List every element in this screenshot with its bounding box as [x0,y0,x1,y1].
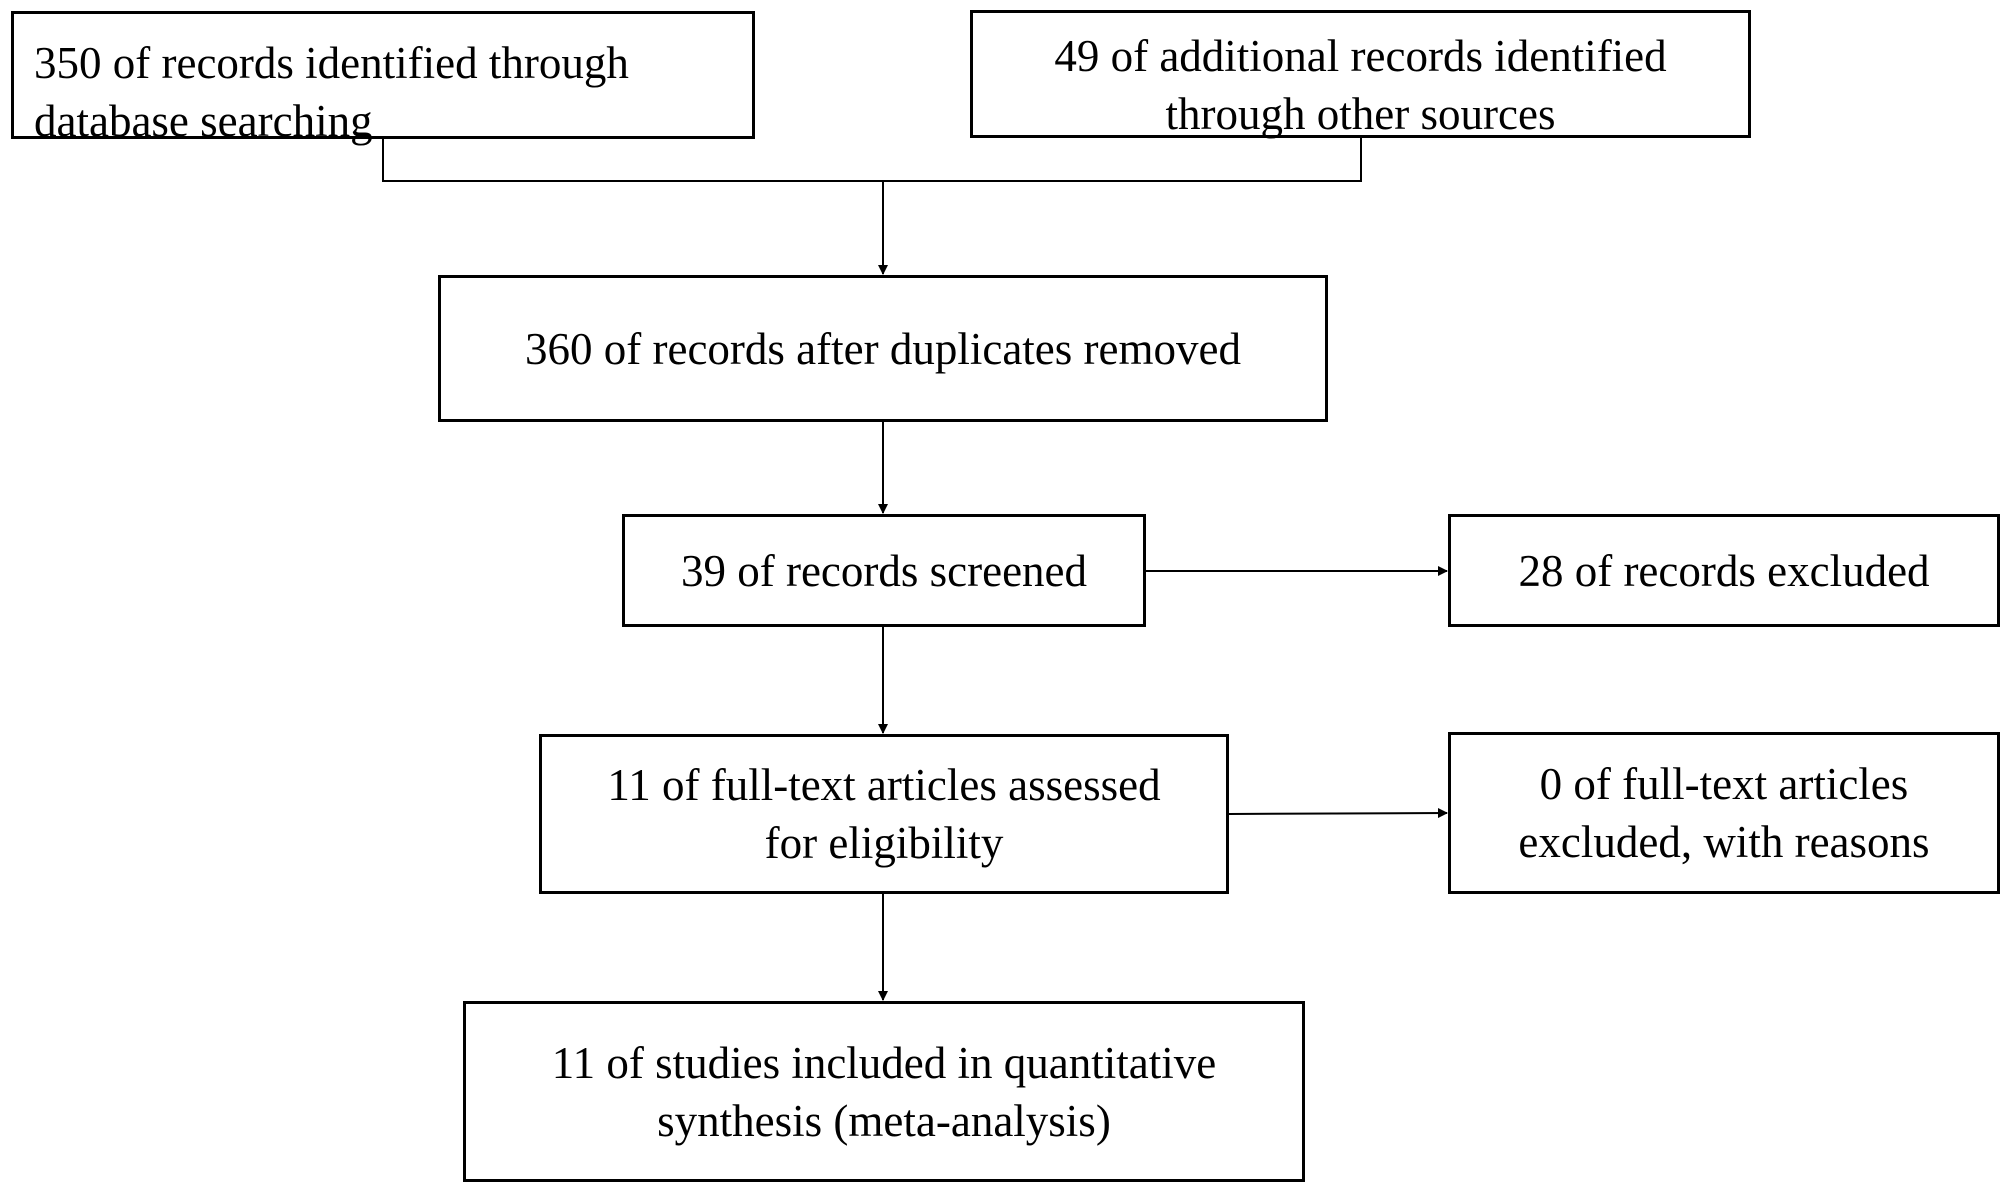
records-excluded-box: 28 of records excluded [1448,514,2000,627]
studies-included-box: 11 of studies included in quantitative s… [463,1001,1305,1182]
fulltext-excluded-text: 0 of full-text articles excluded, with r… [1518,759,1930,867]
records-after-duplicates-box: 360 of records after duplicates removed [438,275,1328,422]
records-excluded-text: 28 of records excluded [1518,545,1930,596]
records-screened-text: 39 of records screened [680,545,1088,596]
fulltext-assessed-text: 11 of full-text articles assessed for el… [607,760,1161,868]
fulltext-assessed-box: 11 of full-text articles assessed for el… [539,734,1229,894]
studies-included-text: 11 of studies included in quantitative s… [551,1037,1217,1146]
records-after-duplicates-text: 360 of records after duplicates removed [525,323,1241,374]
records-identified-database-text: 350 of records identified through databa… [34,38,629,146]
records-screened-box: 39 of records screened [622,514,1146,627]
fulltext-excluded-box: 0 of full-text articles excluded, with r… [1448,732,2000,894]
records-identified-other-sources-box: 49 of additional records identified thro… [970,10,1751,139]
records-identified-database-box: 350 of records identified through databa… [11,11,755,146]
records-identified-other-sources-text: 49 of additional records identified thro… [1054,31,1667,139]
arrow-assessed-to-fulltext-excluded [1228,808,1448,819]
merge-connector [382,138,1362,182]
